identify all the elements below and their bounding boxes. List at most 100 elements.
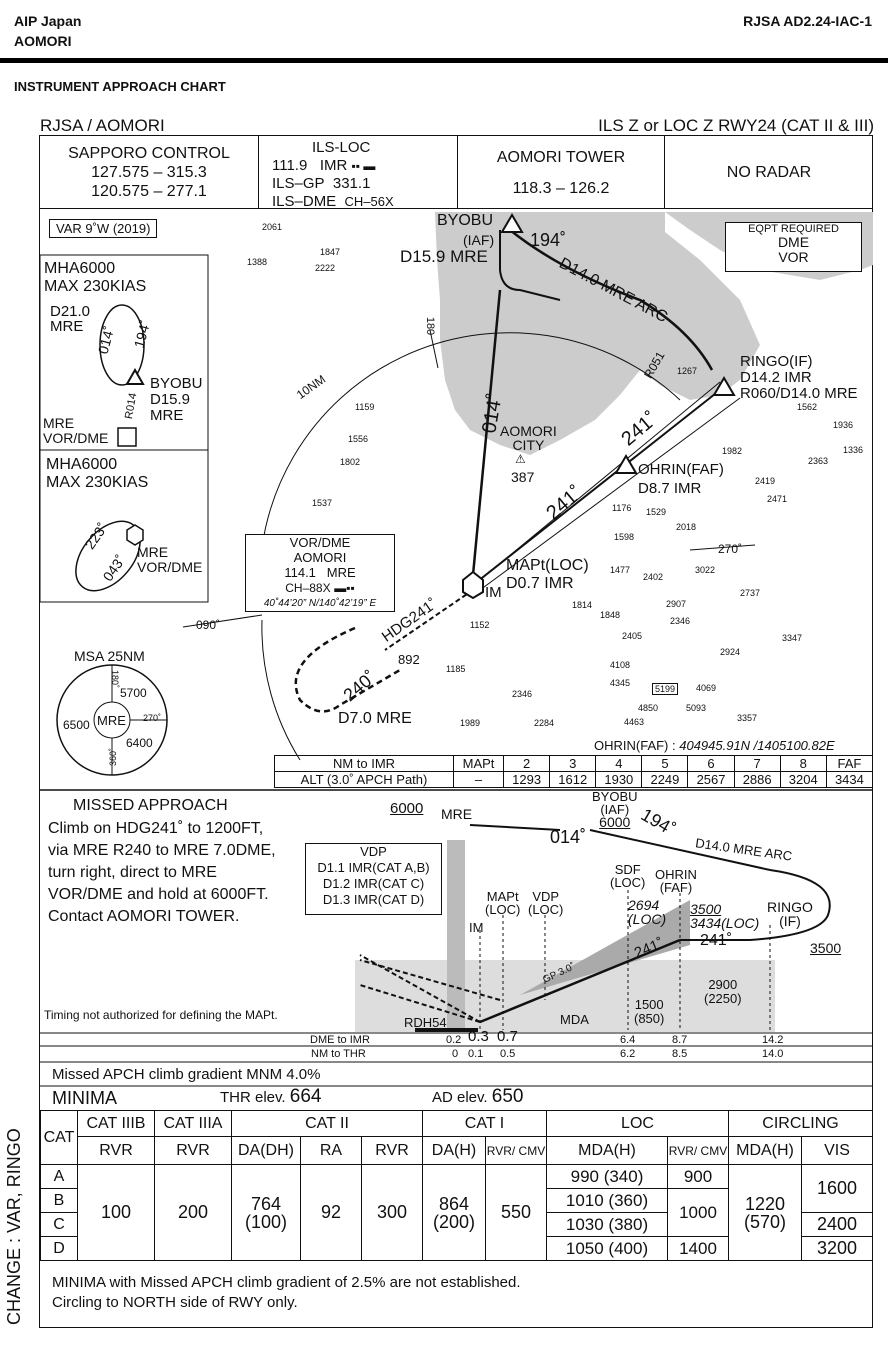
spot-elev: 1848 <box>600 610 621 620</box>
spot-elev: 1529 <box>646 507 667 517</box>
r180-line <box>429 329 439 369</box>
thr-val: 14.0 <box>762 1048 784 1060</box>
doc-id: RJSA AD2.24-IAC-1 <box>743 13 872 29</box>
spot-elev: 1556 <box>348 434 369 444</box>
city-label: AOMORI <box>14 33 72 49</box>
msa-sector-1: 5700 <box>120 686 147 700</box>
ad-elev-row: AD elev. 650 <box>432 1086 523 1108</box>
prof-07: 0.7 <box>497 1028 518 1045</box>
spot-elev: 3357 <box>737 713 758 723</box>
ohrin-coord-row: OHRIN(FAF) : 404945.91N /1405100.82E <box>594 738 835 753</box>
thr-elev: 664 <box>289 1086 322 1107</box>
prof-sdf-name: SDF <box>614 862 641 877</box>
tower-comm: AOMORI TOWER 118.3 – 126.2 <box>458 148 664 198</box>
spot-elev: 4463 <box>624 717 645 727</box>
thr-label: NM to THR <box>311 1048 366 1060</box>
r270-label: 270˚ <box>718 542 743 556</box>
hold2-vor: MRE VOR/DME <box>137 545 202 575</box>
prof-ringo: RINGO (IF) <box>767 900 813 928</box>
prof-box2: 2900 (2250) <box>704 978 742 1006</box>
msa-brg-1: 180˚ <box>110 669 121 689</box>
thr-elev-label: THR elev. <box>220 1089 286 1106</box>
approach-name: SAPPORO CONTROL <box>68 145 230 162</box>
ringo-name: RINGO(IF) <box>740 353 813 370</box>
vdp-line: D1.3 IMR(CAT D) <box>322 892 425 907</box>
minima-title: MINIMA <box>52 1088 117 1108</box>
alt-v: 2886 <box>733 771 781 788</box>
h-1: CAT I <box>422 1110 547 1137</box>
ohrin-fix-icon <box>614 454 638 474</box>
dme-val: 8.7 <box>672 1034 688 1046</box>
missed-profile <box>359 954 501 1023</box>
dme-arc <box>509 229 714 371</box>
loc-mda-a: 990 (340) <box>546 1164 668 1189</box>
prof-mre: MRE <box>441 806 473 822</box>
im-bar <box>447 840 465 1032</box>
spot-elev: 1989 <box>460 718 481 728</box>
prof-box2-alt: 2900 <box>708 977 738 992</box>
cat-c: C <box>40 1212 78 1237</box>
byobu-fix-icon <box>500 213 524 233</box>
morse-icon: ▪▪ ▬ <box>351 159 376 173</box>
ohrin-dme: D8.7 IMR <box>638 480 702 497</box>
prof-ohrin-faf: (FAF) <box>659 880 693 895</box>
da-1: 864(200) <box>422 1164 486 1261</box>
prof-vdp: VDP (LOC) <box>528 890 563 916</box>
vor-box-freq: 114.1 <box>284 565 316 580</box>
sub: MDA(H) <box>728 1136 802 1165</box>
header-left: AIP Japan AOMORI <box>14 11 81 51</box>
procedure-title: ILS Z or LOC Z RWY24 (CAT II & III) <box>598 116 874 135</box>
byobu-iaf: (IAF) <box>463 232 495 248</box>
thr-val: 0.1 <box>468 1048 484 1060</box>
rvr-3a: 200 <box>154 1164 232 1261</box>
alt-h: 6 <box>687 755 735 772</box>
thr-val: 0.5 <box>500 1048 516 1060</box>
city-name2: CITY <box>512 437 545 453</box>
hold1-byobu-d: D15.9 <box>150 391 191 408</box>
dme-val: 0.2 <box>446 1034 462 1046</box>
prof-sdf: SDF (LOC) <box>610 863 645 889</box>
fix-verticals <box>479 890 771 1030</box>
sub: RVR/ CMV <box>485 1136 547 1165</box>
spot-elev: 1152 <box>470 620 490 630</box>
var-box: VAR 9˚W (2019) <box>49 219 158 238</box>
alt-h: 7 <box>733 755 781 772</box>
sub: DA(DH) <box>231 1136 301 1165</box>
hold2-vor-icon <box>126 524 144 546</box>
alt-value-row: ALT (3.0˚ APCH Path) – 1293 1612 1930 22… <box>273 771 874 788</box>
vis-d: 3200 <box>801 1236 873 1261</box>
missed-line: via MRE R240 to MRE 7.0DME, <box>48 842 276 859</box>
spot-elev: 1537 <box>312 498 333 508</box>
note-1: MINIMA with Missed APCH climb gradient o… <box>52 1274 521 1291</box>
vor-box-title: VOR/DME <box>289 535 351 550</box>
minima-row-b: B 1010 (360) 1000 <box>40 1188 873 1237</box>
prof-241-a: 241˚ <box>700 932 733 949</box>
change-note: CHANGE : VAR, RINGO <box>4 1128 24 1325</box>
msa-sector-2: 6500 <box>63 718 90 732</box>
r090-label: 090˚ <box>196 618 221 632</box>
hold1-byobu-icon <box>125 367 145 385</box>
hold1-racetrack <box>99 304 145 386</box>
vor-dme-icon <box>462 570 484 600</box>
prof-faf-alt-loc: 3434(LOC) <box>690 915 760 931</box>
ring-10nm-b <box>261 619 301 761</box>
comm-sep-1 <box>258 135 259 208</box>
spot-elev: 2907 <box>666 599 687 609</box>
hold2-vor-type: VOR/DME <box>137 559 203 575</box>
note-2: Circling to NORTH side of RWY only. <box>52 1294 298 1311</box>
vor-box-ch-row: CH–88X ▬▪▪ <box>246 580 394 596</box>
spot-elev: 2363 <box>808 456 829 466</box>
thr-val: 8.5 <box>672 1048 688 1060</box>
da-1-val: 864 <box>438 1193 470 1214</box>
ad-elev: 650 <box>491 1086 524 1107</box>
msa-brg-2: 270˚ <box>143 713 162 723</box>
vdp-title: VDP <box>360 844 387 859</box>
ils-loc-row: 111.9 IMR ▪▪ ▬ <box>272 157 452 175</box>
sub: MDA(H) <box>546 1136 668 1165</box>
prof-faf-alt-val: 3500 <box>690 901 722 917</box>
timing-note: Timing not authorized for defining the M… <box>44 1008 278 1022</box>
mapt-name: MAPt(LOC) <box>506 557 589 574</box>
ad-elev-label: AD elev. <box>432 1089 488 1106</box>
prof-mapt-name: MAPt <box>486 889 519 904</box>
alt-v: 1930 <box>595 771 643 788</box>
